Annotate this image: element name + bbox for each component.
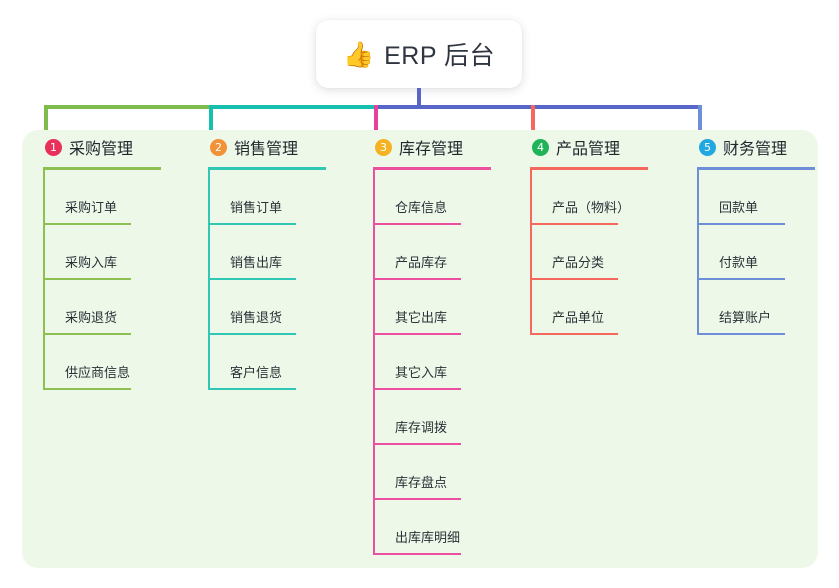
leaf-item-label: 产品分类 — [552, 255, 605, 270]
leaf-item-rule — [530, 278, 618, 280]
leaf-item-rule — [373, 223, 461, 225]
column-header-3[interactable]: 3 库存管理 — [373, 130, 491, 164]
column-header-rule — [43, 167, 161, 170]
drop-connector-5 — [698, 105, 702, 148]
leaf-item-rule — [697, 223, 785, 225]
bus-segment-3 — [374, 105, 535, 109]
leaf-item-rule — [530, 333, 618, 335]
leaf-item-rule — [208, 333, 296, 335]
leaf-item-label: 产品单位 — [552, 310, 605, 325]
root-stem-connector — [417, 88, 421, 107]
column-4: 4 产品管理产品（物料） 产品分类产品单位 — [530, 130, 648, 335]
column-title: 销售管理 — [234, 141, 299, 158]
column-3: 3 库存管理仓库信息产品库存其它出库其它入库库存调拨库存盘点出库库明细 — [373, 130, 491, 555]
column-header-5[interactable]: 5 财务管理 — [697, 130, 815, 164]
leaf-item-label: 出库库明细 — [395, 530, 461, 545]
number-badge-icon: 3 — [375, 138, 392, 156]
column-header-rule — [373, 167, 491, 170]
number-badge-icon: 2 — [210, 138, 227, 156]
leaf-item-label: 销售出库 — [230, 255, 283, 270]
leaf-item-label: 其它入库 — [395, 365, 448, 380]
leaf-item-rule — [373, 278, 461, 280]
column-1: 1 采购管理采购订单采购入库采购退货供应商信息 — [43, 130, 161, 390]
leaf-item-label: 付款单 — [719, 255, 759, 270]
leaf-item-label: 销售退货 — [230, 310, 283, 325]
leaf-item-rule — [373, 498, 461, 500]
bus-segment-1 — [44, 105, 213, 109]
leaf-item-rule — [697, 278, 785, 280]
drop-connector-4 — [531, 105, 535, 148]
column-title: 采购管理 — [69, 141, 134, 158]
leaf-item-rule — [43, 223, 131, 225]
drop-connector-1 — [44, 105, 48, 148]
leaf-item-rule — [208, 278, 296, 280]
column-spine — [43, 170, 45, 390]
leaf-item-rule — [373, 443, 461, 445]
drop-connector-3 — [374, 105, 378, 148]
column-title: 产品管理 — [556, 141, 621, 158]
leaf-item-label: 客户信息 — [230, 365, 283, 380]
leaf-item-label: 销售订单 — [230, 200, 283, 215]
number-badge-icon: 5 — [699, 138, 716, 156]
leaf-item-label: 采购订单 — [65, 200, 118, 215]
number-badge-icon: 4 — [532, 138, 549, 156]
leaf-item-label: 结算账户 — [719, 310, 772, 325]
drop-connector-2 — [209, 105, 213, 148]
column-title: 财务管理 — [723, 141, 788, 158]
column-header-rule — [530, 167, 648, 170]
column-spine — [373, 170, 375, 555]
leaf-item-label: 产品库存 — [395, 255, 448, 270]
leaf-item-rule — [697, 333, 785, 335]
leaf-item-label: 采购入库 — [65, 255, 118, 270]
column-spine — [530, 170, 532, 335]
thumbs-up-icon: 👍 — [342, 39, 375, 69]
branches-panel: 1 采购管理采购订单采购入库采购退货供应商信息 2 销售管理销售订单销售出库销售退货客… — [22, 130, 818, 568]
leaf-item-label: 产品（物料） — [552, 200, 631, 215]
number-badge-icon: 1 — [45, 138, 62, 156]
leaf-item-rule — [373, 553, 461, 555]
leaf-item-rule — [373, 333, 461, 335]
root-title: ERP 后台 — [384, 42, 496, 70]
leaf-item-label: 回款单 — [719, 200, 759, 215]
root-node[interactable]: 👍 ERP 后台 — [316, 20, 522, 88]
column-header-rule — [697, 167, 815, 170]
leaf-item-rule — [43, 388, 131, 390]
column-5: 5 财务管理回款单付款单结算账户 — [697, 130, 815, 335]
column-header-4[interactable]: 4 产品管理 — [530, 130, 648, 164]
leaf-item-label: 仓库信息 — [395, 200, 448, 215]
column-2: 2 销售管理销售订单销售出库销售退货客户信息 — [208, 130, 326, 390]
bus-segment-2 — [209, 105, 378, 109]
column-title: 库存管理 — [399, 141, 464, 158]
column-header-2[interactable]: 2 销售管理 — [208, 130, 326, 164]
leaf-item-rule — [373, 388, 461, 390]
leaf-item-rule — [208, 223, 296, 225]
column-header-rule — [208, 167, 326, 170]
leaf-item-rule — [530, 223, 618, 225]
leaf-item-label: 库存盘点 — [395, 475, 448, 490]
leaf-item-rule — [43, 333, 131, 335]
bus-segment-4 — [531, 105, 702, 109]
leaf-item-rule — [43, 278, 131, 280]
leaf-item-rule — [208, 388, 296, 390]
column-spine — [208, 170, 210, 390]
leaf-item-label: 其它出库 — [395, 310, 448, 325]
leaf-item-label: 库存调拨 — [395, 420, 448, 435]
leaf-item-label: 供应商信息 — [65, 365, 131, 380]
column-header-1[interactable]: 1 采购管理 — [43, 130, 161, 164]
leaf-item-label: 采购退货 — [65, 310, 118, 325]
column-spine — [697, 170, 699, 335]
